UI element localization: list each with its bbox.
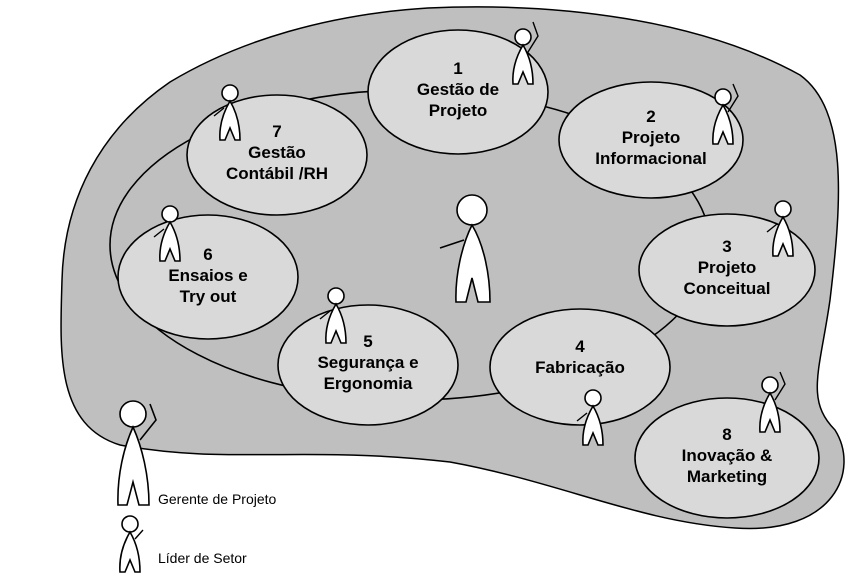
node-5-line-1: Segurança e bbox=[317, 353, 418, 372]
sector-leader-figure-7 bbox=[213, 84, 241, 141]
node-2-line-1: Projeto bbox=[622, 128, 681, 147]
node-1-number: 1 bbox=[453, 59, 462, 78]
node-6-line-2: Try out bbox=[180, 287, 237, 306]
node-1-line-1: Gestão de bbox=[417, 80, 499, 99]
node-4-line-1: Fabricação bbox=[535, 358, 625, 377]
node-8-number: 8 bbox=[722, 425, 731, 444]
sector-leader-figure-3 bbox=[766, 200, 794, 257]
sector-leader-figure-8 bbox=[759, 371, 786, 433]
node-4[interactable]: 4 Fabricação bbox=[489, 308, 671, 426]
node-2-line-2: Informacional bbox=[595, 149, 706, 168]
node-2[interactable]: 2 Projeto Informacional bbox=[558, 81, 744, 199]
node-3-line-2: Conceitual bbox=[684, 279, 771, 298]
node-6[interactable]: 6 Ensaios e Try out bbox=[117, 214, 299, 340]
node-5[interactable]: 5 Segurança e Ergonomia bbox=[277, 304, 459, 426]
node-5-line-2: Ergonomia bbox=[324, 374, 413, 393]
project-manager-figure bbox=[439, 194, 491, 303]
node-4-number: 4 bbox=[575, 337, 585, 356]
legend-leader-icon bbox=[119, 515, 144, 573]
node-2-number: 2 bbox=[646, 107, 655, 126]
node-8-line-2: Marketing bbox=[687, 467, 767, 486]
node-1-line-2: Projeto bbox=[429, 101, 488, 120]
node-5-number: 5 bbox=[363, 332, 372, 351]
node-6-number: 6 bbox=[203, 245, 212, 264]
node-8-line-1: Inovação & bbox=[682, 446, 773, 465]
legend-manager-label: Gerente de Projeto bbox=[158, 491, 277, 507]
sector-leader-figure-2 bbox=[712, 83, 739, 145]
node-7-number: 7 bbox=[272, 122, 281, 141]
sector-leader-figure-6 bbox=[153, 205, 181, 262]
node-3-line-1: Projeto bbox=[698, 258, 757, 277]
node-7[interactable]: 7 Gestão Contábil /RH bbox=[186, 94, 368, 216]
node-7-line-1: Gestão bbox=[248, 143, 306, 162]
sector-leader-figure-1 bbox=[512, 21, 539, 85]
node-8[interactable]: 8 Inovação & Marketing bbox=[634, 397, 820, 519]
node-3-number: 3 bbox=[722, 237, 731, 256]
node-7-line-2: Contábil /RH bbox=[226, 164, 328, 183]
legend-leader-label: Líder de Setor bbox=[158, 550, 247, 566]
sector-leader-figure-4 bbox=[576, 389, 604, 446]
legend: Gerente de Projeto Líder de Setor bbox=[117, 400, 277, 573]
node-1[interactable]: 1 Gestão de Projeto bbox=[367, 29, 549, 155]
node-3[interactable]: 3 Projeto Conceitual bbox=[638, 213, 816, 327]
sector-leader-figure-5 bbox=[319, 287, 347, 344]
node-6-line-1: Ensaios e bbox=[168, 266, 247, 285]
legend-manager-icon bbox=[117, 400, 157, 506]
